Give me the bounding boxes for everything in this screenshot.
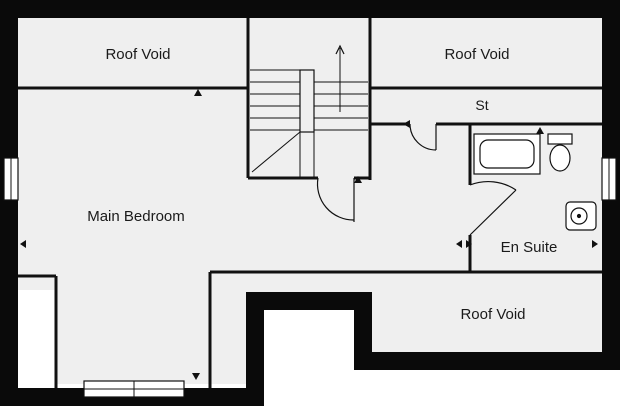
door-landing	[316, 177, 355, 222]
basin	[565, 201, 597, 231]
room-label-roof-void-top-right: Roof Void	[444, 46, 509, 63]
window-left	[3, 157, 19, 201]
room-label-main-bedroom: Main Bedroom	[87, 208, 185, 225]
room-label-store: St	[475, 97, 488, 113]
door-store	[409, 123, 437, 151]
door-en-suite	[469, 181, 517, 236]
internal-walls	[18, 18, 602, 388]
staircase	[250, 44, 368, 178]
window-bottom	[83, 380, 185, 398]
window-right	[601, 157, 617, 201]
room-label-en-suite: En Suite	[501, 239, 558, 256]
height-markers	[20, 89, 598, 380]
floor-area	[18, 18, 602, 384]
toilet	[547, 133, 573, 172]
bath	[473, 133, 541, 175]
room-label-roof-void-top-left: Roof Void	[105, 46, 170, 63]
room-label-roof-void-bottom: Roof Void	[460, 306, 525, 323]
